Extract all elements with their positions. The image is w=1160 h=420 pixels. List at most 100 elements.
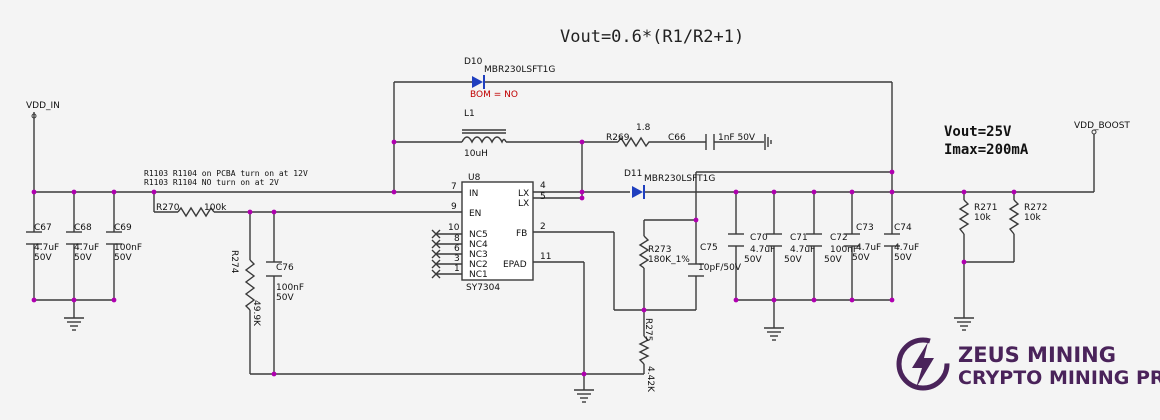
net-vdd-boost: VDD_BOOST	[1074, 121, 1130, 135]
c74-ref: C74	[894, 223, 912, 233]
capacitor-c73: C73 4.7uF 50V	[844, 223, 881, 263]
pin-name: NC5	[469, 230, 488, 240]
d10-bom-note: BOM = NO	[470, 90, 518, 100]
c71-ref: C71	[790, 233, 808, 243]
c67-ref: C67	[34, 223, 52, 233]
resistor-r270: R270 100k	[156, 203, 227, 218]
pin-num: 4	[540, 181, 546, 191]
note-line-2: R1103 R1104 NO turn on at 2V	[144, 178, 279, 187]
resistor-r271: R271 10k	[958, 199, 997, 235]
pin-name: EPAD	[503, 260, 527, 270]
zeus-mining-logo: ZEUS MINING CRYPTO MINING PRO	[896, 337, 1160, 391]
r274-ref: R274	[229, 250, 239, 274]
capacitor-c76: C76 100nF 50V	[266, 261, 304, 303]
c70-voltage: 50V	[744, 255, 762, 265]
pin-name: NC2	[469, 260, 488, 270]
pin-name: LX	[518, 189, 529, 199]
r275-value: 4.42K	[645, 366, 655, 393]
resistor-r274: R274 49.9K	[229, 250, 261, 327]
net-vdd-in: VDD_IN	[26, 101, 60, 119]
c68-ref: C68	[74, 223, 92, 233]
logo-line-2: CRYPTO MINING PRO	[958, 367, 1160, 389]
c66-value: 1nF 50V	[718, 133, 756, 143]
pin-name: NC1	[469, 270, 488, 280]
pin-num: 8	[454, 234, 460, 244]
logo-ring-icon	[896, 337, 950, 391]
c68-value: 4.7uF	[74, 243, 99, 253]
c75-ref: C75	[700, 243, 718, 253]
capacitor-c71: C71 4.7uF 50V	[766, 233, 815, 265]
resistor-r272: R272 10k	[1008, 199, 1047, 235]
r271-value: 10k	[974, 213, 991, 223]
pin-name: FB	[516, 229, 527, 239]
lightning-bolt-icon	[912, 342, 934, 388]
d11-value: MBR230LSFT1G	[644, 174, 715, 184]
c72-voltage: 50V	[824, 255, 842, 265]
c68-voltage: 50V	[74, 253, 92, 263]
pin-name: IN	[469, 189, 478, 199]
d10-value: MBR230LSFT1G	[484, 65, 555, 75]
equation-text: Vout=0.6*(R1/R2+1)	[560, 27, 744, 47]
pin-num: 10	[448, 223, 460, 233]
r271-ref: R271	[974, 203, 997, 213]
pin-num: 11	[540, 252, 551, 262]
c74-value: 4.7uF	[894, 243, 919, 253]
pin-num: 1	[454, 264, 460, 274]
c67-value: 4.7uF	[34, 243, 59, 253]
nc-pins: 10 8 6 3 1 NC5 NC4 NC3 NC2 NC1	[431, 223, 488, 280]
inductor-l1: L1 10uH	[461, 109, 507, 159]
ic-ref: U8	[468, 173, 481, 183]
r269-ref: R269	[606, 133, 630, 143]
diode-d10: D10 MBR230LSFT1G BOM = NO	[464, 57, 555, 100]
pin-name: LX	[518, 199, 529, 209]
capacitor-c70: C70 4.7uF 50V	[728, 233, 775, 265]
c69-ref: C69	[114, 223, 132, 233]
ground-symbol	[764, 327, 784, 341]
c66-ref: C66	[668, 133, 686, 143]
c69-value: 100nF	[114, 243, 142, 253]
c72-ref: C72	[830, 233, 848, 243]
resistor-r273: R273 180K_1%	[638, 235, 690, 269]
imax-spec: Imax=200mA	[944, 142, 1029, 158]
note-line-1: R1103 R1104 on PCBA turn on at 12V	[144, 169, 308, 178]
c76-voltage: 50V	[276, 293, 294, 303]
capacitor-c68: C68 4.7uF 50V	[66, 223, 99, 263]
pin-num: 9	[451, 202, 457, 212]
l1-ref: L1	[464, 109, 475, 119]
c72-value: 100nF	[830, 245, 858, 255]
pin-num: 6	[454, 244, 460, 254]
capacitor-c72: C72 100nF 50V	[806, 233, 858, 265]
ground-symbol	[954, 317, 974, 331]
c75-value: 10pF/50V	[698, 263, 742, 273]
r270-ref: R270	[156, 203, 180, 213]
r273-ref: R273	[648, 245, 671, 255]
c74-voltage: 50V	[894, 253, 912, 263]
resistor-r275: R275 4.42K	[638, 318, 655, 393]
r273-value: 180K_1%	[648, 255, 690, 265]
c73-voltage: 50V	[852, 253, 870, 263]
capacitor-c69: C69 100nF 50V	[106, 223, 142, 263]
capacitor-c75: C75 10pF/50V	[688, 243, 742, 277]
chassis-ground-symbol	[762, 134, 772, 150]
junction-dots	[31, 139, 1017, 377]
ic-part: SY7304	[466, 283, 500, 293]
ground-symbol	[64, 317, 84, 331]
c70-value: 4.7uF	[750, 245, 775, 255]
c73-ref: C73	[856, 223, 874, 233]
l1-value: 10uH	[464, 149, 488, 159]
capacitor-c66: C66 1nF 50V	[668, 133, 756, 150]
c70-ref: C70	[750, 233, 768, 243]
diode-d11: D11 MBR230LSFT1G	[624, 169, 715, 199]
logo-line-1: ZEUS MINING	[958, 343, 1116, 367]
resistor-r269: R269 1.8	[606, 123, 652, 148]
pin-num: 5	[540, 192, 546, 202]
pin-name: EN	[469, 209, 481, 219]
r275-ref: R275	[643, 318, 653, 341]
pin-name: NC4	[469, 240, 488, 250]
vout-spec: Vout=25V	[944, 124, 1012, 140]
c76-value: 100nF	[276, 283, 304, 293]
pin-num: 2	[540, 222, 546, 232]
pin-name: NC3	[469, 250, 488, 260]
